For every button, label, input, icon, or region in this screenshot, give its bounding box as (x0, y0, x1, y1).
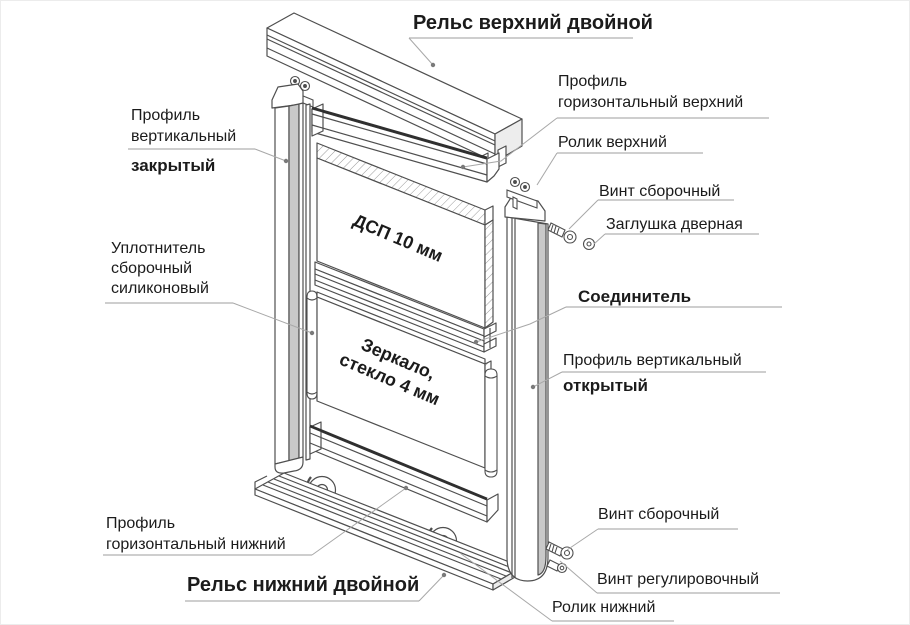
leader-dots (283, 62, 536, 578)
horizontal-profile-bottom (309, 421, 499, 523)
assembly-screw-top (547, 222, 577, 244)
dsp-side-edge (484, 219, 494, 329)
top-roller-right (506, 176, 538, 210)
panel-dsp-slab (316, 142, 494, 329)
vertical-profile-closed (271, 83, 311, 474)
label-roller-bottom: Ролик нижний (552, 599, 656, 616)
door-plug-washer (582, 237, 596, 251)
horizontal-profile-top (311, 103, 500, 183)
assembly-screw-bottom (545, 541, 574, 560)
leader-lines (232, 37, 606, 622)
label-roller-top: Ролик верхний (558, 134, 667, 151)
label-profile-v-closed: Профиль вертикальный закрытый (131, 107, 237, 175)
adjustment-screw (546, 559, 568, 574)
label-connector: Соединитель (578, 287, 692, 306)
label-rail-bottom: Рельс нижний двойной (187, 574, 420, 596)
bottom-rail-double (254, 472, 523, 591)
label-seal: Уплотнитель сборочный силиконовый (111, 240, 209, 297)
screw-shaft-icon (547, 222, 566, 238)
label-rail-top: Рельс верхний двойной (413, 12, 653, 34)
label-screw-adjust: Винт регулировочный (597, 571, 760, 588)
silicone-seal-left (306, 290, 318, 400)
vertical-profile-open (504, 195, 549, 582)
label-profile-h-top: Профиль горизонтальный верхний (558, 73, 744, 111)
label-screw-assembly-bottom: Винт сборочный (598, 506, 720, 523)
label-profile-h-bottom: Профиль горизонтальный нижний (106, 515, 286, 553)
label-door-plug: Заглушка дверная (606, 216, 743, 233)
top-rail-double (266, 12, 523, 175)
label-profile-v-open: Профиль вертикальный открытый (563, 352, 742, 395)
label-underlines (103, 37, 782, 622)
screw-shaft-icon (546, 559, 561, 572)
connector-profile (314, 261, 497, 353)
panel-mirror-slab (316, 291, 492, 469)
label-screw-assembly-top: Винт сборочный (599, 183, 721, 200)
silicone-seal-right (484, 368, 498, 478)
